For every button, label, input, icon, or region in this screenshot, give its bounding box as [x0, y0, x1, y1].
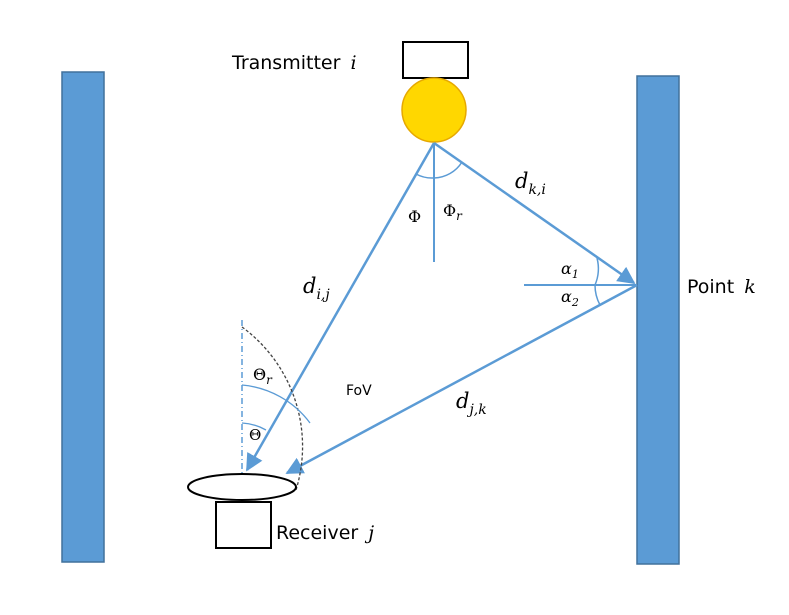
- ray-point-to-receiver: [285, 283, 638, 475]
- phi-arc: [415, 173, 435, 179]
- receiver-label: Receiver j: [276, 522, 374, 544]
- point-label: Point k: [687, 276, 756, 298]
- angle-label-alpha1: α1: [561, 259, 579, 281]
- angle-label-alpha2: α2: [561, 287, 579, 309]
- transmitter-label: Transmitter i: [231, 52, 357, 74]
- receiver-body: [215, 501, 272, 549]
- theta-arc: [241, 422, 267, 431]
- fov-arc: [241, 326, 304, 491]
- left-wall: [61, 71, 105, 563]
- fov-label: FoV: [346, 383, 372, 399]
- led-source: [401, 77, 467, 143]
- angle-label-phi: Φ: [408, 207, 421, 226]
- receiver-lens: [187, 473, 297, 501]
- angle-label-theta-r: Θr: [253, 365, 273, 387]
- alpha2-arc: [594, 284, 601, 306]
- alpha1-arc: [594, 257, 600, 286]
- ray-transmitter-to-point: [433, 141, 636, 285]
- distance-label-d-j-k: dj,k: [456, 389, 487, 418]
- distance-label-d-i-j: di,j: [303, 274, 330, 303]
- transmitter-box: [402, 41, 469, 79]
- distance-label-d-k-i: dk,i: [515, 169, 546, 198]
- angle-label-theta: Θ: [249, 426, 261, 444]
- angle-label-phi-r: Φr: [443, 201, 463, 223]
- phi-r-arc: [433, 161, 463, 179]
- theta-r-arc: [241, 384, 311, 424]
- ray-transmitter-to-receiver: [245, 142, 436, 472]
- right-wall: [636, 75, 680, 565]
